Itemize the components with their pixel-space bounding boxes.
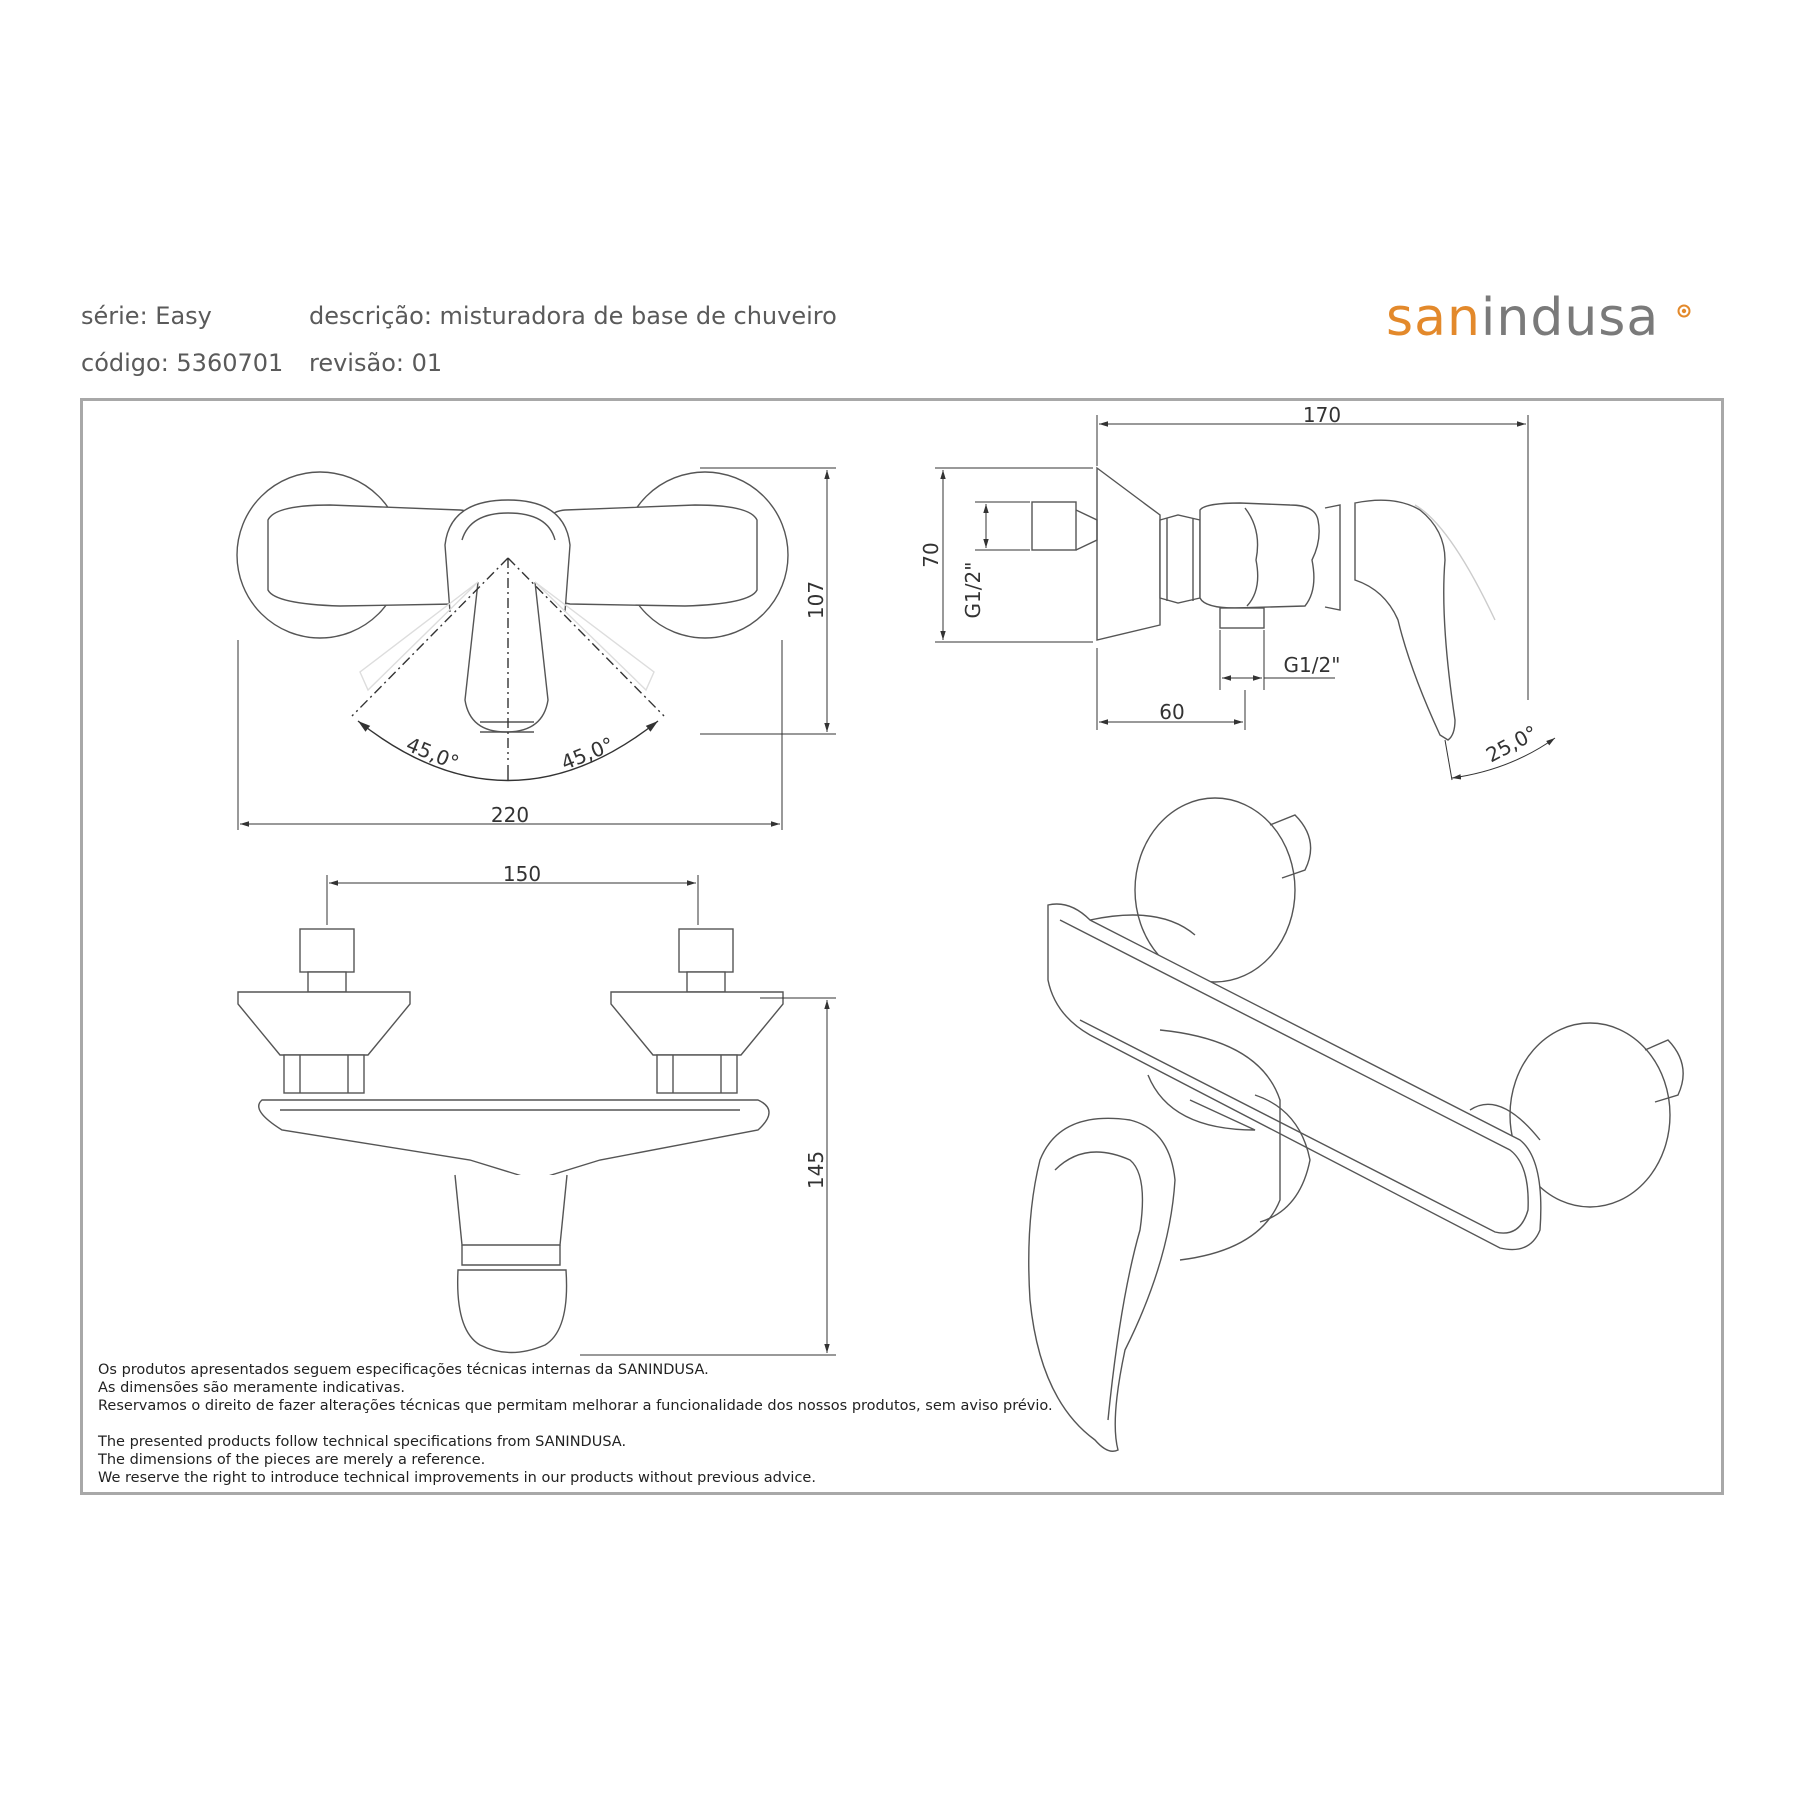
note-pt-2: As dimensões são meramente indicativas.	[98, 1380, 405, 1396]
sanindusa-logo: sanindusa	[1386, 288, 1660, 348]
dim-side-width: 170	[1303, 403, 1341, 427]
notes-english: The presented products follow technical …	[98, 1433, 816, 1487]
side-view	[1031, 466, 1496, 741]
dim-front-height: 145	[804, 1151, 828, 1189]
codigo-label: código: 5360701	[81, 349, 284, 377]
serie-label: série: Easy	[81, 302, 212, 330]
note-en-2: The dimensions of the pieces are merely …	[98, 1452, 486, 1468]
top-view	[236, 471, 789, 782]
front-view	[237, 928, 784, 1354]
dim-side-offset: 60	[1159, 700, 1184, 724]
note-pt-1: Os produtos apresentados seguem especifi…	[98, 1362, 709, 1378]
dim-side-height: 70	[919, 542, 943, 567]
dim-top-height: 107	[804, 581, 828, 619]
note-en-1: The presented products follow technical …	[98, 1434, 627, 1450]
drawing-frame	[80, 398, 1724, 1495]
isometric-view	[1028, 797, 1684, 1452]
dim-angle-left: 45,0°	[403, 732, 463, 775]
dim-top-width: 220	[491, 803, 529, 827]
notes-portuguese: Os produtos apresentados seguem especifi…	[98, 1361, 1053, 1415]
logo-dot-icon	[1677, 304, 1691, 318]
note-en-3: We reserve the right to introduce techni…	[98, 1470, 816, 1486]
dim-side-thread-horizontal: G1/2"	[1284, 653, 1341, 677]
revisao-label: revisão: 01	[309, 349, 443, 377]
descricao-label: descrição: misturadora de base de chuvei…	[309, 302, 837, 330]
dim-front-spacing: 150	[503, 862, 541, 886]
dim-angle-right: 45,0°	[558, 732, 618, 775]
dim-side-thread-vertical: G1/2"	[961, 562, 985, 619]
dim-side-angle: 25,0°	[1482, 720, 1541, 767]
note-pt-3: Reservamos o direito de fazer alterações…	[98, 1398, 1053, 1414]
